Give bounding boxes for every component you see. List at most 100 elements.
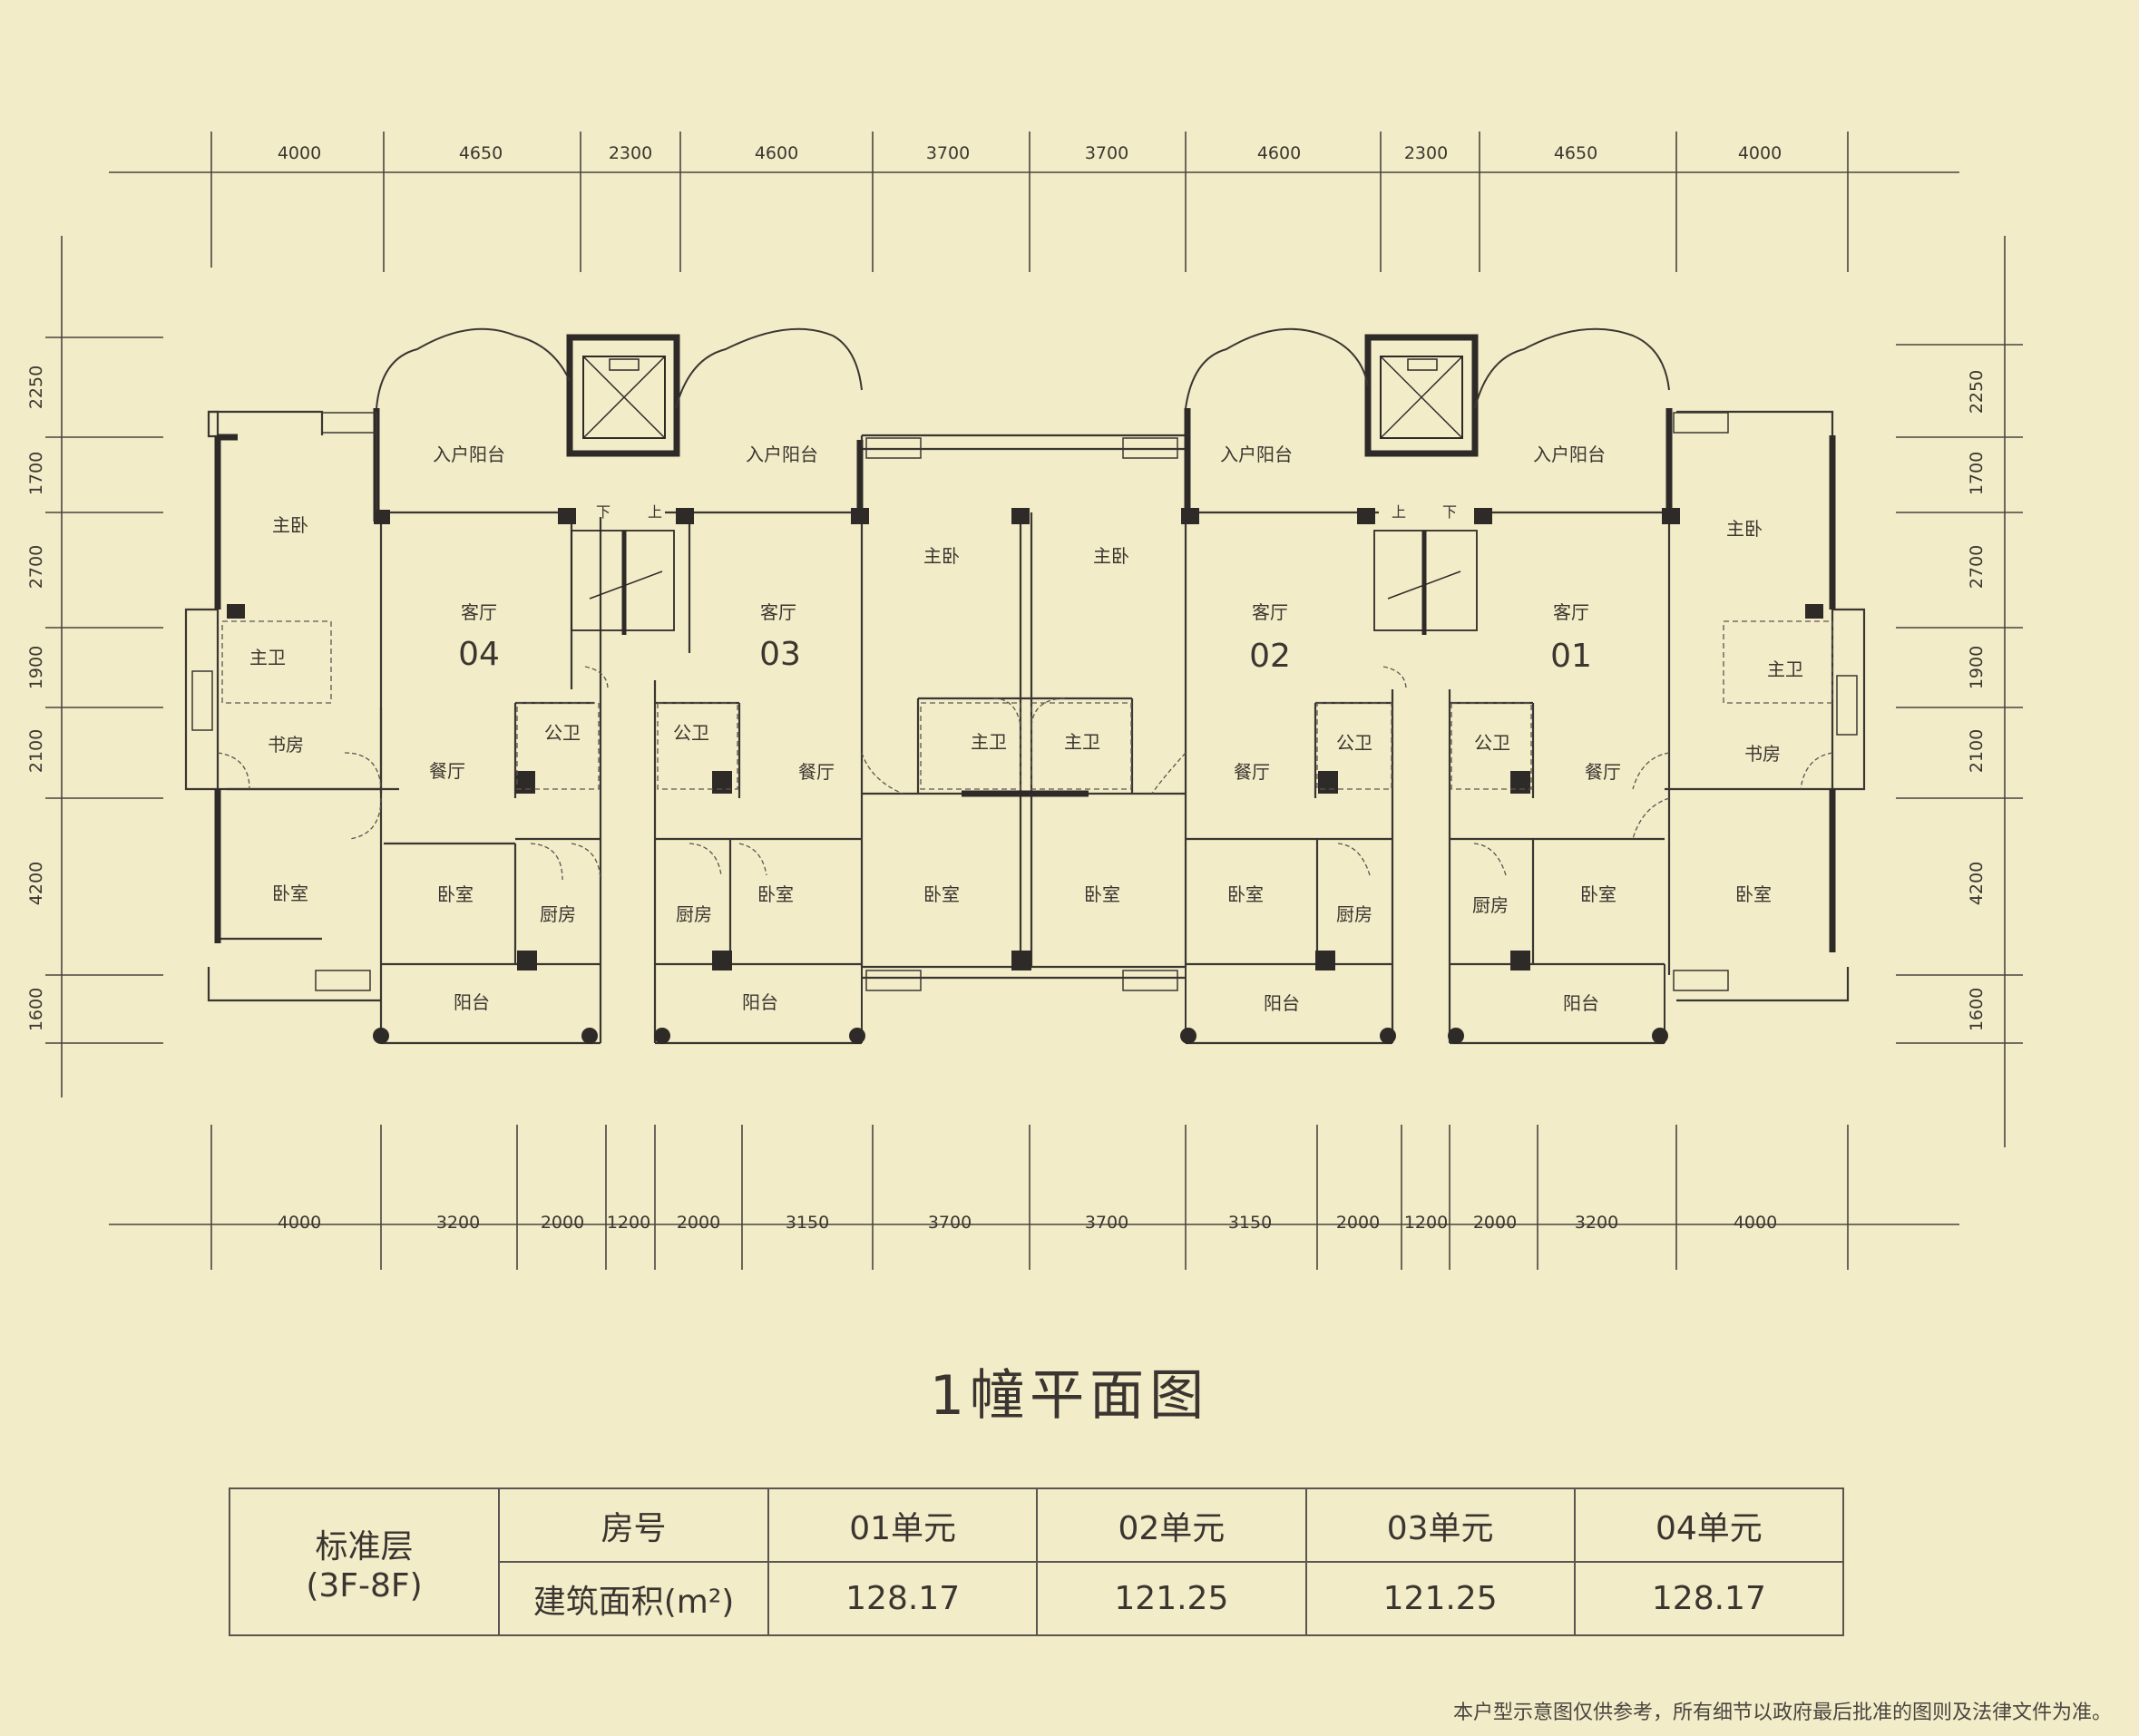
- floor-range-cell: 标准层 (3F-8F): [229, 1487, 500, 1636]
- label-bedroom-01a: 卧室: [1580, 883, 1616, 905]
- dim-top-3: 2300: [609, 143, 652, 163]
- dim-right-2: 1700: [1967, 452, 1987, 495]
- label-bedroom-02a: 卧室: [1084, 883, 1120, 905]
- unit-numbers: 04 03 02 01: [458, 636, 1592, 675]
- unit-col-label: 房号: [498, 1487, 769, 1563]
- dim-bottom-12: 2000: [1473, 1213, 1517, 1233]
- label-living-04: 客厅: [461, 601, 497, 623]
- label-living-01: 客厅: [1553, 601, 1589, 623]
- label-dining-01: 餐厅: [1585, 761, 1621, 783]
- dim-right-5: 2100: [1967, 729, 1987, 773]
- dim-bottom-2: 3200: [436, 1213, 480, 1233]
- label-dining-02: 餐厅: [1234, 761, 1270, 783]
- label-bedroom-03b: 卧室: [923, 883, 960, 905]
- label-entry-balcony-02: 入户阳台: [1220, 444, 1293, 465]
- balcony-rails: [380, 964, 1665, 1043]
- dim-right-6: 4200: [1967, 862, 1987, 905]
- dim-bottom-1: 4000: [278, 1213, 321, 1233]
- unit-number-04: 04: [458, 636, 500, 673]
- dim-right-3: 2700: [1967, 545, 1987, 589]
- disclaimer: 本户型示意图仅供参考，所有细节以政府最后批准的图则及法律文件为准。: [1452, 1702, 2112, 1724]
- dim-bottom-8: 3700: [1085, 1213, 1128, 1233]
- label-master-bedroom-01: 主卧: [1726, 518, 1763, 540]
- label-master-bedroom-04: 主卧: [272, 514, 308, 536]
- label-master-bath-01: 主卫: [1767, 658, 1803, 680]
- room-labels: 入户阳台 入户阳台 入户阳台 入户阳台 主卧 主卧 主卧 主卧 客厅 客厅 客厅…: [249, 444, 1803, 1014]
- label-master-bedroom-02a: 主卧: [1093, 545, 1129, 567]
- label-entry-balcony-01: 入户阳台: [1533, 444, 1606, 465]
- door-swings: [217, 666, 1833, 881]
- dim-top-2: 4650: [459, 143, 503, 163]
- dim-top-10: 4000: [1738, 143, 1782, 163]
- table-row: 建筑面积(m²) 128.17 121.25 121.25 128.17: [230, 1561, 1845, 1636]
- unit-02-area: 121.25: [1036, 1561, 1307, 1636]
- dim-top-1: 4000: [278, 143, 321, 163]
- left-dimension-labels: 2250 1700 2700 1900 2100 4200 1600: [26, 366, 46, 1031]
- label-master-bath-03: 主卫: [971, 731, 1007, 753]
- floor-range: (3F-8F): [306, 1566, 423, 1604]
- label-balcony-04: 阳台: [454, 991, 490, 1013]
- unit-01-header: 01单元: [767, 1487, 1039, 1563]
- label-master-bedroom-03a: 主卧: [923, 545, 960, 567]
- label-public-bath-03: 公卫: [673, 722, 709, 744]
- fixture-dashes: [221, 620, 1833, 790]
- dim-top-8: 2300: [1404, 143, 1448, 163]
- dim-right-1: 2250: [1967, 370, 1987, 414]
- dim-bottom-13: 3200: [1575, 1213, 1618, 1233]
- label-stair-up-right: 上: [1392, 503, 1406, 521]
- dim-top-6: 3700: [1085, 143, 1128, 163]
- label-balcony-01: 阳台: [1563, 992, 1599, 1014]
- dim-bottom-11: 1200: [1404, 1213, 1448, 1233]
- plan-title: 1幢平面图: [929, 1364, 1210, 1428]
- unit-01-area: 128.17: [767, 1561, 1039, 1636]
- label-kitchen-03: 厨房: [676, 903, 712, 925]
- label-balcony-03: 阳台: [742, 991, 778, 1013]
- label-public-bath-04: 公卫: [544, 722, 581, 744]
- columns: [227, 508, 1823, 1044]
- area-table: 标准层 (3F-8F) 房号 01单元 02单元 03单元 04单元 建筑面积(…: [229, 1487, 1845, 1636]
- label-bedroom-03a: 卧室: [757, 883, 794, 905]
- label-stair-up-left: 上: [648, 503, 662, 521]
- dim-bottom-7: 3700: [928, 1213, 972, 1233]
- dim-left-7: 1600: [26, 988, 46, 1031]
- top-dimension-labels: 4000 4650 2300 4600 3700 3700 4600 2300 …: [278, 143, 1782, 163]
- dim-bottom-3: 2000: [541, 1213, 584, 1233]
- dim-left-3: 2700: [26, 545, 46, 589]
- dim-left-1: 2250: [26, 366, 46, 409]
- unit-02-header: 02单元: [1036, 1487, 1307, 1563]
- label-public-bath-01: 公卫: [1474, 732, 1510, 754]
- dim-bottom-4: 1200: [607, 1213, 650, 1233]
- dim-top-4: 4600: [755, 143, 798, 163]
- label-entry-balcony-04: 入户阳台: [433, 444, 505, 465]
- dim-bottom-14: 4000: [1734, 1213, 1777, 1233]
- unit-number-01: 01: [1550, 638, 1592, 675]
- dim-bottom-5: 2000: [677, 1213, 720, 1233]
- label-master-bath-04: 主卫: [249, 647, 286, 668]
- table-row: 标准层 (3F-8F) 房号 01单元 02单元 03单元 04单元: [229, 1487, 1845, 1636]
- unit-04-area: 128.17: [1573, 1561, 1845, 1636]
- label-bedroom-01b: 卧室: [1735, 883, 1772, 905]
- dim-right-7: 1600: [1967, 988, 1987, 1031]
- label-stair-down-right: 下: [1442, 503, 1457, 521]
- dim-left-4: 1900: [26, 646, 46, 689]
- label-bedroom-02b: 卧室: [1227, 883, 1264, 905]
- stair-core-right: [1364, 334, 1479, 635]
- unit-number-03: 03: [759, 636, 801, 673]
- label-living-03: 客厅: [760, 601, 796, 623]
- dim-top-9: 4650: [1554, 143, 1597, 163]
- dimension-lines: [45, 132, 2023, 1270]
- label-stair-down-left: 下: [596, 503, 610, 521]
- windows: [191, 412, 1858, 991]
- label-master-bath-02: 主卫: [1064, 731, 1100, 753]
- dim-left-6: 4200: [26, 862, 46, 905]
- thick-walls: [214, 408, 1836, 952]
- dim-left-2: 1700: [26, 452, 46, 495]
- bottom-dimension-labels: 4000 3200 2000 1200 2000 3150 3700 3700 …: [278, 1213, 1777, 1233]
- dim-left-5: 2100: [26, 729, 46, 773]
- unit-04-header: 04单元: [1573, 1487, 1845, 1563]
- building-walls: [184, 410, 1866, 1045]
- label-study-04: 书房: [268, 734, 304, 756]
- dim-bottom-10: 2000: [1336, 1213, 1380, 1233]
- unit-03-area: 121.25: [1304, 1561, 1576, 1636]
- label-bedroom-04a: 卧室: [272, 883, 308, 904]
